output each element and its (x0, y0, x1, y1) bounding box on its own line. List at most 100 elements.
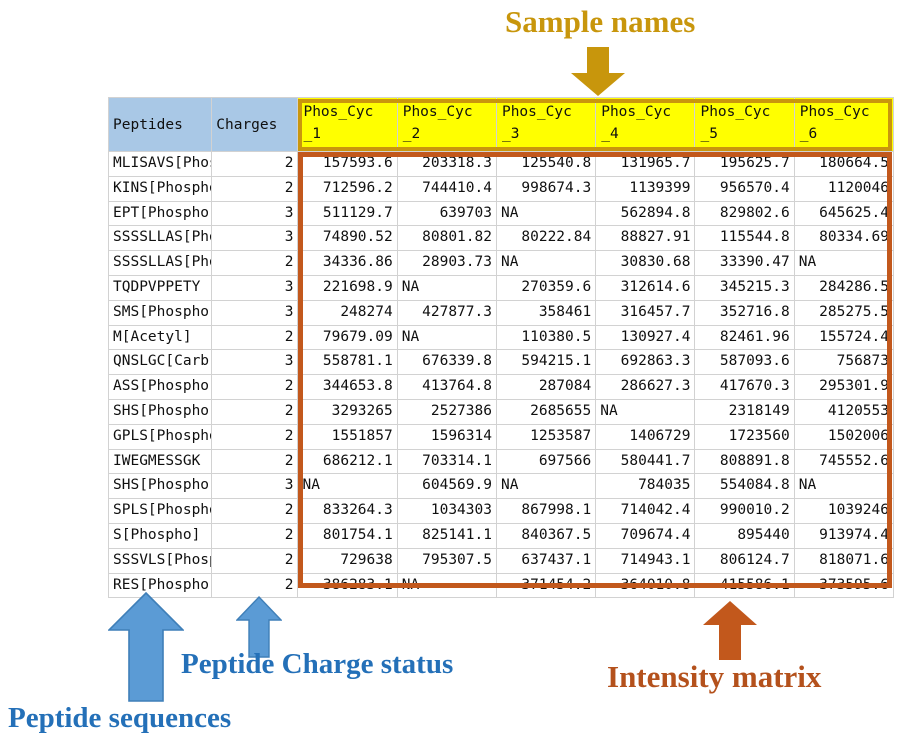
column-header-sample-1[interactable]: Phos_Cyc _1 (297, 97, 398, 152)
cell-intensity[interactable]: 180664.5 (793, 151, 895, 177)
column-header-sample-3[interactable]: Phos_Cyc _3 (495, 97, 597, 152)
table-row[interactable]: SSSSLLAS[Phospho]374890.5280801.8280222.… (107, 225, 895, 252)
cell-intensity[interactable]: 795307.5 (396, 547, 497, 574)
cell-intensity[interactable]: 829802.6 (694, 200, 795, 227)
cell-intensity[interactable]: 604569.9 (396, 473, 497, 500)
cell-intensity[interactable]: NA (495, 473, 597, 500)
cell-peptide[interactable]: SSSVLS[Phospho] (107, 547, 213, 574)
cell-intensity[interactable]: 344653.8 (297, 374, 398, 400)
cell-intensity[interactable]: 203318.3 (396, 151, 497, 177)
cell-peptide[interactable]: TQDPVPPETY (107, 274, 213, 301)
cell-intensity[interactable]: 692863.3 (595, 349, 696, 376)
cell-peptide[interactable]: MLISAVS[Phospho] (107, 151, 213, 177)
cell-intensity[interactable]: 3293265 (297, 398, 398, 425)
cell-intensity[interactable]: 373595.6 (793, 572, 895, 599)
cell-intensity[interactable]: 562894.8 (595, 200, 696, 227)
cell-intensity[interactable]: 312614.6 (595, 274, 696, 301)
cell-intensity[interactable]: 155724.4 (793, 324, 895, 351)
cell-intensity[interactable]: 195625.7 (694, 151, 795, 177)
cell-intensity[interactable]: 676339.8 (396, 349, 497, 376)
cell-intensity[interactable]: 80801.82 (396, 225, 497, 252)
cell-intensity[interactable]: 131965.7 (595, 151, 696, 177)
cell-intensity[interactable]: 415586.1 (694, 572, 795, 599)
cell-intensity[interactable]: 30830.68 (595, 250, 696, 276)
cell-intensity[interactable]: 867998.1 (495, 498, 597, 524)
column-header-peptides[interactable]: Peptides (107, 97, 213, 152)
cell-intensity[interactable]: 4120553 (793, 398, 895, 425)
cell-intensity[interactable]: NA (396, 324, 497, 351)
cell-intensity[interactable]: NA (495, 250, 597, 276)
cell-intensity[interactable]: NA (793, 250, 895, 276)
cell-intensity[interactable]: 1120046 (793, 175, 895, 202)
cell-intensity[interactable]: 74890.52 (297, 225, 398, 252)
cell-intensity[interactable]: 1139399 (595, 175, 696, 202)
cell-intensity[interactable]: 34336.86 (297, 250, 398, 276)
cell-peptide[interactable]: RES[Phospho] (107, 572, 213, 599)
cell-peptide[interactable]: SSSSLLAS[Phospho] (107, 225, 213, 252)
cell-intensity[interactable]: 714943.1 (595, 547, 696, 574)
cell-peptide[interactable]: SPLS[Phospho] (107, 498, 213, 524)
cell-intensity[interactable]: 840367.5 (495, 522, 597, 549)
cell-intensity[interactable]: 808891.8 (694, 448, 795, 475)
cell-intensity[interactable]: 1502006 (793, 423, 895, 450)
cell-intensity[interactable]: 729638 (297, 547, 398, 574)
cell-charge[interactable]: 3 (211, 200, 299, 227)
cell-intensity[interactable]: 33390.47 (694, 250, 795, 276)
column-header-sample-4[interactable]: Phos_Cyc _4 (595, 97, 696, 152)
cell-intensity[interactable]: 587093.6 (694, 349, 795, 376)
cell-intensity[interactable]: 801754.1 (297, 522, 398, 549)
cell-intensity[interactable]: 417670.3 (694, 374, 795, 400)
cell-intensity[interactable]: 110380.5 (495, 324, 597, 351)
cell-intensity[interactable]: 956570.4 (694, 175, 795, 202)
table-row[interactable]: SSSVLS[Phospho]2729638795307.5637437.171… (107, 547, 895, 574)
cell-intensity[interactable]: 712596.2 (297, 175, 398, 202)
cell-intensity[interactable]: 818071.6 (793, 547, 895, 574)
cell-peptide[interactable]: EPT[Phospho] (107, 200, 213, 227)
cell-intensity[interactable]: 645625.4 (793, 200, 895, 227)
cell-intensity[interactable]: 28903.73 (396, 250, 497, 276)
cell-intensity[interactable]: 386283.1 (297, 572, 398, 599)
cell-intensity[interactable]: 248274 (297, 299, 398, 326)
cell-intensity[interactable]: NA (396, 572, 497, 599)
cell-intensity[interactable]: 806124.7 (694, 547, 795, 574)
cell-intensity[interactable]: NA (595, 398, 696, 425)
column-header-sample-2[interactable]: Phos_Cyc _2 (396, 97, 497, 152)
cell-intensity[interactable]: 637437.1 (495, 547, 597, 574)
cell-intensity[interactable]: 594215.1 (495, 349, 597, 376)
cell-intensity[interactable]: 1034303 (396, 498, 497, 524)
cell-intensity[interactable]: 284286.5 (793, 274, 895, 301)
cell-intensity[interactable]: 990010.2 (694, 498, 795, 524)
table-row[interactable]: GPLS[Phospho]215518571596314125358714067… (107, 423, 895, 450)
cell-intensity[interactable]: 270359.6 (495, 274, 597, 301)
cell-peptide[interactable]: GPLS[Phospho] (107, 423, 213, 450)
cell-intensity[interactable]: 709674.4 (595, 522, 696, 549)
cell-charge[interactable]: 3 (211, 274, 299, 301)
cell-intensity[interactable]: 2685655 (495, 398, 597, 425)
cell-charge[interactable]: 2 (211, 324, 299, 351)
cell-charge[interactable]: 3 (211, 349, 299, 376)
column-header-sample-5[interactable]: Phos_Cyc _5 (694, 97, 795, 152)
cell-peptide[interactable]: QNSLGC[Carb] (107, 349, 213, 376)
cell-intensity[interactable]: 1551857 (297, 423, 398, 450)
cell-intensity[interactable]: NA (495, 200, 597, 227)
cell-intensity[interactable]: 80334.69 (793, 225, 895, 252)
cell-intensity[interactable]: 554084.8 (694, 473, 795, 500)
cell-intensity[interactable]: 639703 (396, 200, 497, 227)
cell-intensity[interactable]: 364010.8 (595, 572, 696, 599)
cell-charge[interactable]: 2 (211, 448, 299, 475)
peptide-intensity-table[interactable]: Peptides Charges Phos_Cyc _1 Phos_Cyc _2… (107, 97, 895, 599)
cell-intensity[interactable]: 295301.9 (793, 374, 895, 400)
cell-intensity[interactable]: 286627.3 (595, 374, 696, 400)
cell-charge[interactable]: 2 (211, 250, 299, 276)
cell-intensity[interactable]: 345215.3 (694, 274, 795, 301)
cell-intensity[interactable]: 745552.6 (793, 448, 895, 475)
cell-charge[interactable]: 3 (211, 299, 299, 326)
